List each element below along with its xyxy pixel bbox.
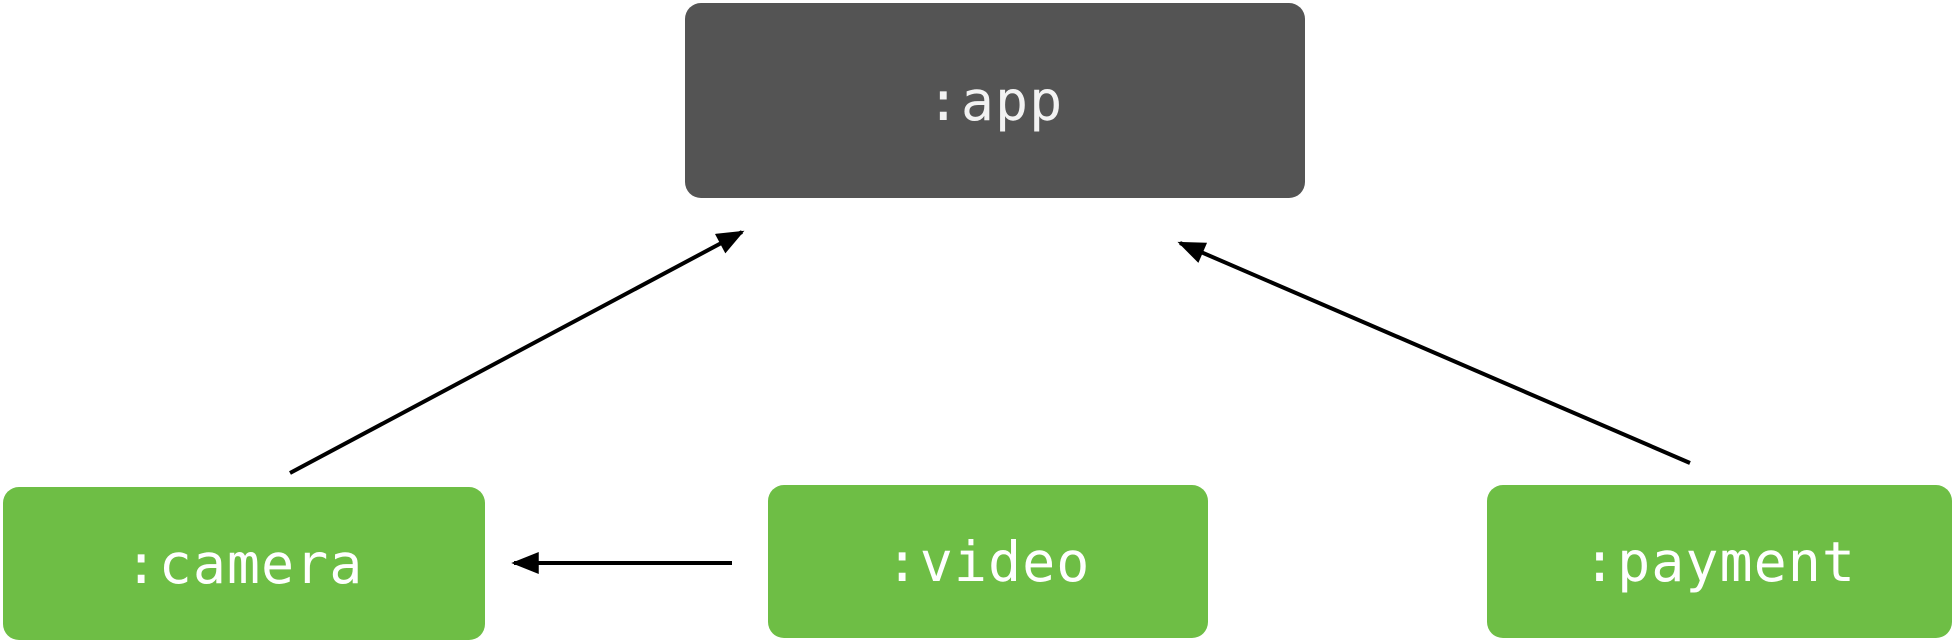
node-camera: :camera	[3, 487, 485, 640]
node-app-label: :app	[926, 68, 1064, 133]
node-payment-label: :payment	[1583, 529, 1856, 594]
node-video: :video	[768, 485, 1208, 638]
node-payment: :payment	[1487, 485, 1952, 638]
node-camera-label: :camera	[124, 531, 364, 596]
node-app: :app	[685, 3, 1305, 198]
node-video-label: :video	[885, 529, 1091, 594]
edge-camera-to-app	[289, 230, 745, 475]
edge-payment-to-app	[1177, 241, 1691, 465]
